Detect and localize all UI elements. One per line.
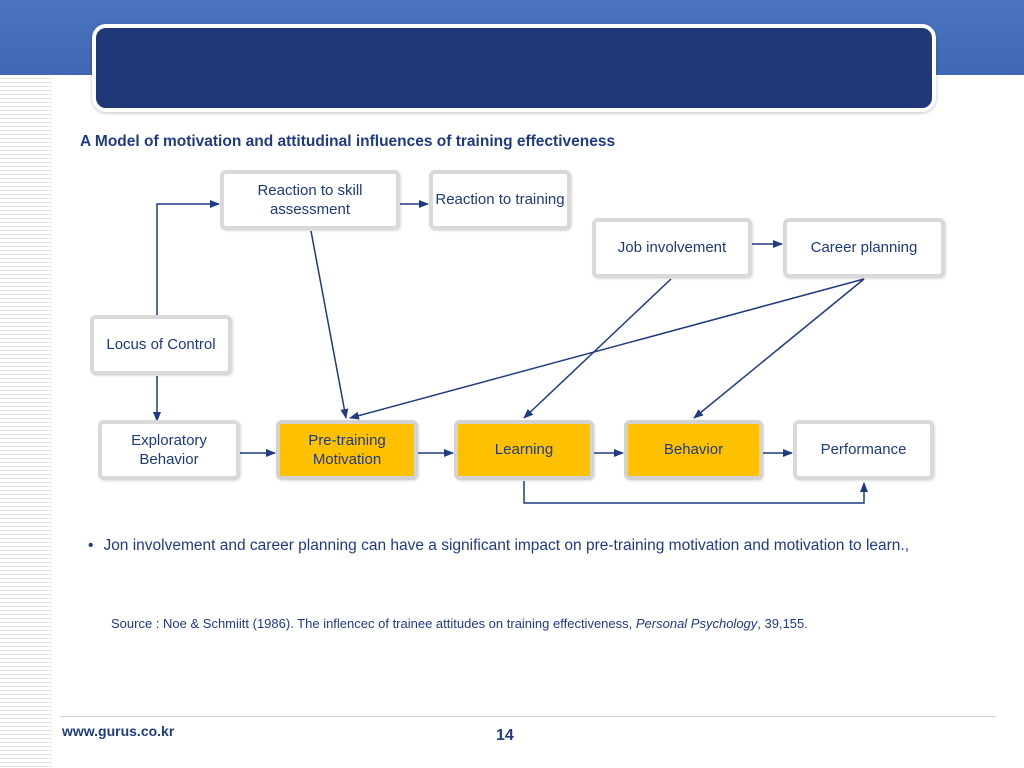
source-journal: Personal Psychology [635,616,758,631]
arrow-career-to-behavior [693,278,865,419]
footer-url[interactable]: www.gurus.co.kr [62,723,175,739]
bullet-marker: • [88,537,94,554]
bullet-text: Jon involvement and career planning can … [103,537,910,554]
arrow-learning-to-performance [523,481,868,504]
node-career-planning: Career planning [783,218,945,278]
arrow-job-to-learning [523,278,672,419]
source-suffix: , 39,155. [757,616,808,631]
node-reaction-to-skill-assessment: Reaction to skill assessment [220,170,400,230]
arrow-reaction-skill-to-pretraining [310,230,349,419]
node-behavior: Behavior [624,420,763,480]
node-reaction-to-training: Reaction to training [429,170,571,230]
arrow-career-to-pretraining [349,278,865,420]
node-performance: Performance [793,420,934,480]
page-number: 14 [496,727,514,744]
source-citation: Source : Noe & Schmiitt (1986). The infl… [111,616,981,631]
node-locus-of-control: Locus of Control [90,315,232,375]
footer-divider [60,716,996,717]
left-stripes [0,75,52,768]
node-job-involvement: Job involvement [592,218,752,278]
node-exploratory-behavior: Exploratory Behavior [98,420,240,480]
bullet-point: • Jon involvement and career planning ca… [88,536,958,557]
node-pretraining-motivation: Pre-training Motivation [276,420,418,480]
title-bar [92,24,936,112]
diagram-heading: A Model of motivation and attitudinal in… [80,133,616,150]
source-prefix: Source : Noe & Schmiitt (1986). The infl… [111,616,636,631]
arrow-locus-to-reaction-skill [156,200,220,316]
node-learning: Learning [454,420,594,480]
